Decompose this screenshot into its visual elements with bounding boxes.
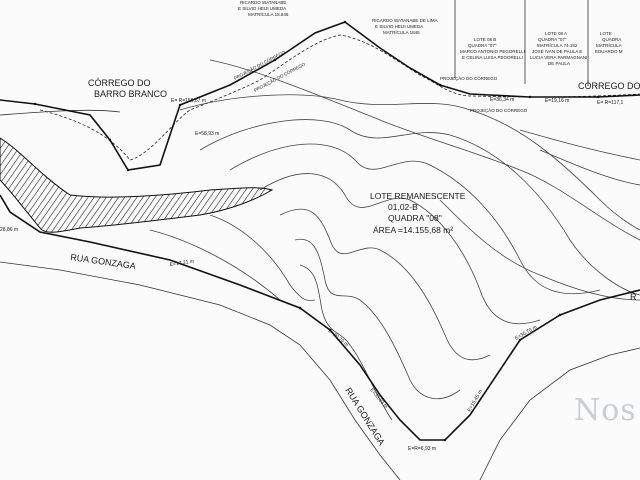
lot-block: QUADRA "08" (388, 213, 442, 223)
distance-label-8: E=30,70 m (514, 324, 538, 341)
lot-08b-line4: E CELINA LUISA PEGORELLI (462, 55, 523, 60)
lot-08a-line5: LUCIA VERA PARMAGNANI (530, 55, 587, 60)
radius-label-2: E= R=117,1 (597, 100, 624, 106)
distance-label-1: E=58,93 m (195, 131, 219, 137)
neighbour-ricardo-1-line2: E SILVIO HEIJI UMEDA (238, 6, 286, 11)
lot-area: ÁREA =14.155,68 m² (373, 225, 453, 235)
lot-08b-line3: MARCO ANTONIO PEGORELLI (460, 49, 525, 54)
neighbour-ricardo-2-line3: MATRÍCULA 1846 (383, 29, 420, 35)
radius-label-3: E=R=6,93 m (408, 446, 436, 452)
lot-number: 01,02-B (388, 202, 418, 212)
lot-title: LOTE REMANESCENTE (370, 191, 466, 201)
station-markers (33, 20, 600, 442)
lot-08b-line1: LOTE 08 B (474, 37, 496, 42)
lot-08b-line2: QUADRA "07" (468, 43, 497, 48)
street-edge-lower-right (479, 347, 640, 480)
lot-dividers (454, 0, 589, 86)
lot-right-line1: LOTE (600, 31, 612, 36)
street-name-upper: RUA GONZAGA (70, 252, 137, 271)
watermark-logo: Nos (574, 393, 637, 428)
distance-labels: E= R=159,67 m E= R=117,1 E=58,93 m E=36,… (0, 97, 624, 452)
street-edge-upper (0, 194, 640, 441)
stream-name-line2: BARRO BRANCO (94, 89, 167, 99)
stream-centerline (0, 109, 121, 116)
distance-label-6: E=30,79 m (327, 328, 349, 348)
distance-label-5: E=17,21 m (169, 259, 194, 268)
lot-08a-line1: LOTE 08 A (545, 31, 567, 36)
lot-right-line4: EDUARDO M (595, 49, 623, 54)
neighbour-labels: RICARDO WATANABE E SILVIO HEIJI UMEDA MA… (238, 0, 623, 66)
street-edge-lower (0, 261, 401, 480)
lot-08a-line3: MATRÍCULA 74.152 (537, 42, 578, 48)
stream-projection-label-2: PROJEÇÃO DO CÓRREGO (470, 107, 528, 113)
lot-right-line3: MATRÍCULA (596, 42, 622, 48)
distance-label-3: E=19,16 m (545, 98, 569, 104)
stream-name-right: CÓRREGO DO BAR (578, 81, 640, 91)
lot-right-line2: QUADRA (602, 37, 621, 42)
radius-label-1: E= R=159,67 m (171, 98, 206, 104)
lot-08a-line2: QUADRA "07" (538, 37, 567, 42)
street-name-right-fragment: R (630, 292, 637, 302)
neighbour-ricardo-1-line3: MATRÍCULA 18.846 (248, 11, 289, 17)
lot-08a-line6: DE PAULA (548, 61, 570, 66)
neighbour-ricardo-1-line1: RICARDO WATANABE (240, 0, 286, 5)
hatched-strip (0, 137, 274, 233)
stream-name-line1: CÓRREGO DO (88, 78, 151, 88)
lot-boundary (0, 21, 640, 171)
lot-info: LOTE REMANESCENTE 01,02-B QUADRA "08" ÁR… (370, 191, 466, 235)
contour-lines (149, 59, 640, 421)
distance-label-9: E=15,45 m (467, 389, 484, 413)
distance-label-2: E=36,34 m (490, 97, 514, 103)
distance-label-7: E=33,83 m (368, 387, 388, 409)
stream-projection-label-1: PROJEÇÃO DO CÓRREGO (440, 75, 498, 81)
neighbour-ricardo-2-line2: E SILVIO HEIJI UMEDA (375, 24, 423, 29)
lot-08a-line4: JOSÉ IVAN DE PAULA E (532, 48, 582, 54)
stream-projection-line (39, 34, 640, 161)
distance-label-4: 28,86 m (0, 227, 18, 233)
neighbour-ricardo-2-line1: RICARDO WATANABE DE LIMA (372, 18, 438, 23)
